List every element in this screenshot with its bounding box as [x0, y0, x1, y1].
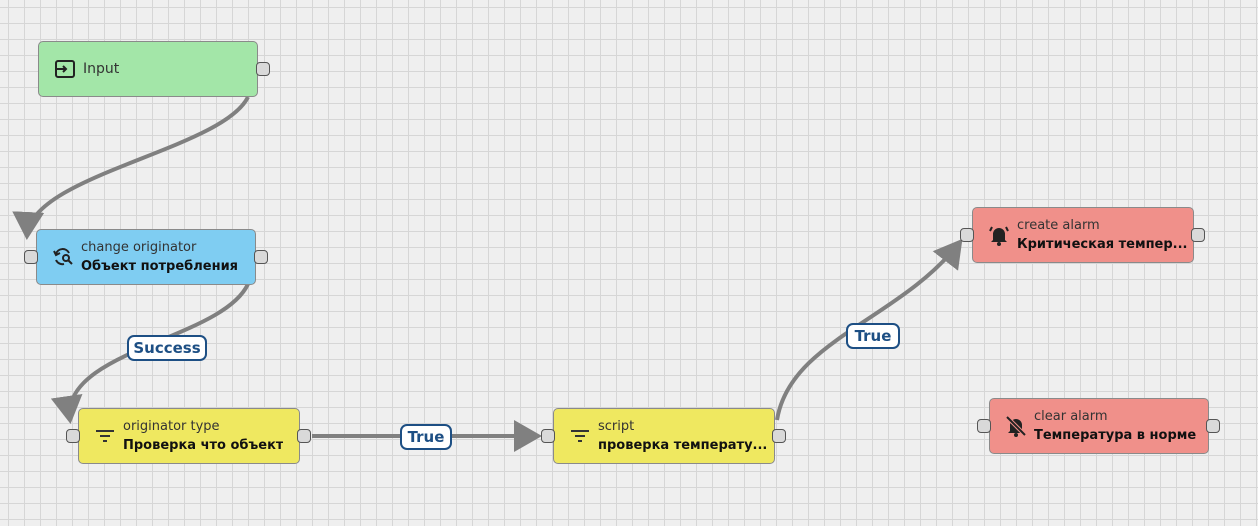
node-originator-type-type: originator type [123, 419, 220, 434]
node-clear-alarm-output-port[interactable] [1206, 419, 1220, 433]
node-script-type: script [598, 419, 635, 434]
node-create-alarm-type: create alarm [1017, 218, 1100, 233]
refresh-search-icon [51, 245, 75, 269]
bell-off-icon [1004, 414, 1028, 438]
node-create-alarm[interactable]: create alarm Критическая темпер... [972, 207, 1194, 263]
node-change-originator-output-port[interactable] [254, 250, 268, 264]
node-change-originator[interactable]: change originator Объект потребления [36, 229, 256, 285]
node-clear-alarm-input-port[interactable] [977, 419, 991, 433]
node-clear-alarm[interactable]: clear alarm Температура в норме [989, 398, 1209, 454]
node-create-alarm-input-port[interactable] [960, 228, 974, 242]
edge-label-true-2[interactable]: True [846, 323, 900, 349]
node-script-input-port[interactable] [541, 429, 555, 443]
filter-icon [568, 424, 592, 448]
node-change-originator-input-port[interactable] [24, 250, 38, 264]
node-input-output-port[interactable] [256, 62, 270, 76]
node-input-label: Input [83, 60, 120, 77]
node-originator-type-input-port[interactable] [66, 429, 80, 443]
node-input[interactable]: Input [38, 41, 258, 97]
node-script-name: проверка температу... [598, 438, 768, 453]
node-change-originator-type: change originator [81, 240, 197, 255]
edge-label-true-1[interactable]: True [400, 424, 452, 450]
node-create-alarm-name: Критическая темпер... [1017, 237, 1188, 252]
node-change-originator-name: Объект потребления [81, 259, 239, 274]
edge-label-success[interactable]: Success [127, 335, 207, 361]
filter-icon [93, 424, 117, 448]
bell-alert-icon [987, 223, 1011, 247]
node-script[interactable]: script проверка температу... [553, 408, 775, 464]
node-script-output-port[interactable] [772, 429, 786, 443]
input-icon [53, 57, 77, 81]
node-originator-type-name: Проверка что объект [123, 438, 284, 453]
node-clear-alarm-name: Температура в норме [1034, 428, 1197, 443]
node-originator-type-output-port[interactable] [297, 429, 311, 443]
edge-input-to-change-originator[interactable] [12, 96, 250, 240]
node-originator-type[interactable]: originator type Проверка что объект [78, 408, 300, 464]
node-clear-alarm-type: clear alarm [1034, 409, 1108, 424]
node-create-alarm-output-port[interactable] [1191, 228, 1205, 242]
